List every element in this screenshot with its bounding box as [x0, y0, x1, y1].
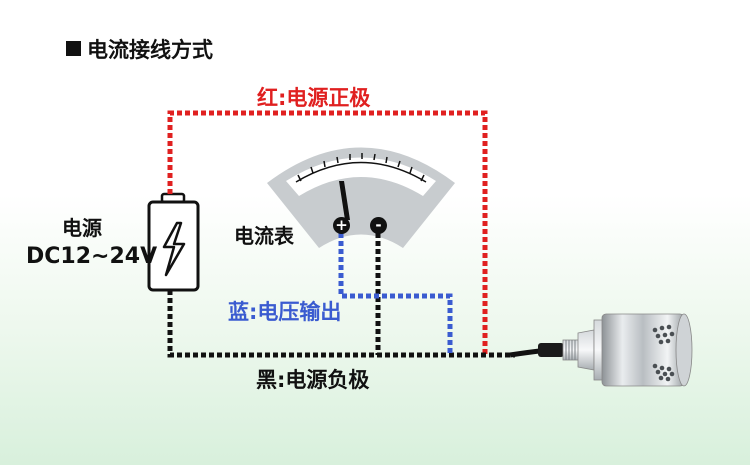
ammeter — [267, 147, 455, 248]
ammeter-positive-terminal: + — [333, 217, 350, 234]
red-wire — [167, 110, 488, 355]
red-wire-label: 红:电源正极 — [257, 86, 371, 110]
power-supply-label: 电源 — [62, 216, 102, 240]
square-bullet-icon — [66, 41, 81, 56]
power-supply — [147, 192, 200, 292]
blue-wire-label: 蓝:电压输出 — [228, 300, 342, 324]
page-title-text: 电流接线方式 — [87, 38, 213, 62]
cable-connector — [538, 343, 564, 357]
ammeter-label: 电流表 — [234, 224, 294, 248]
power-range-label: DC12~24V — [26, 244, 158, 269]
black-wire — [167, 290, 515, 358]
sensor — [562, 313, 693, 387]
ammeter-negative-terminal: - — [370, 217, 387, 234]
black-wire-label: 黑:电源负极 — [256, 368, 370, 392]
lightning-bolt-icon — [162, 221, 186, 277]
ammeter-needle — [339, 181, 350, 220]
blue-wire — [338, 233, 453, 355]
page-title: 电流接线方式 — [66, 34, 213, 64]
